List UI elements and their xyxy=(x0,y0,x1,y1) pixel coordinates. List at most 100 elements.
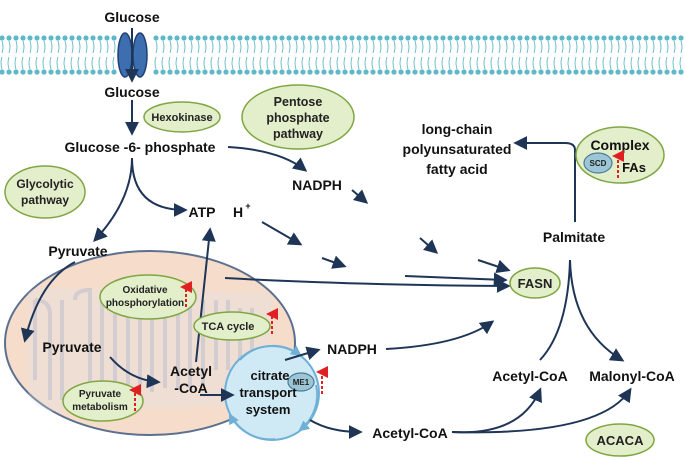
arrow-h-b xyxy=(321,255,347,269)
lipid-head xyxy=(90,35,96,41)
lipid-tail xyxy=(273,40,277,70)
lipid-head xyxy=(181,69,187,75)
lipid-head xyxy=(48,35,54,41)
lipid-head xyxy=(587,69,593,75)
lipid-head xyxy=(244,69,250,75)
lipid-tail xyxy=(560,40,564,70)
lipid-tail xyxy=(224,40,228,70)
lipid-tail xyxy=(245,40,249,70)
lipid-head xyxy=(363,35,369,41)
lipid-head xyxy=(300,35,306,41)
lipid-head xyxy=(573,69,579,75)
lipid-head xyxy=(510,69,516,75)
arrows xyxy=(20,28,632,439)
lipid-head xyxy=(601,35,607,41)
lipid-tail xyxy=(252,40,256,70)
arrow-nadph2-fasn xyxy=(385,320,495,350)
svg-text:Hexokinase: Hexokinase xyxy=(151,112,212,124)
lipid-head xyxy=(426,69,432,75)
lipid-tail xyxy=(581,40,585,70)
lipid-head xyxy=(62,69,68,75)
lipid-head xyxy=(622,35,628,41)
lipid-tail xyxy=(357,40,361,70)
lipid-head xyxy=(251,69,257,75)
lipid-head xyxy=(335,35,341,41)
lipid-tail xyxy=(392,40,396,70)
lipid-head xyxy=(216,35,222,41)
lipid-head xyxy=(454,35,460,41)
lipid-tail xyxy=(574,40,578,70)
lipid-tail xyxy=(602,40,606,70)
lipid-tail xyxy=(469,40,473,70)
label-lcpufa-2: polyunsaturated xyxy=(403,141,512,157)
lipid-head xyxy=(55,35,61,41)
lipid-head xyxy=(13,69,19,75)
arrow-pyruvate-acetyl xyxy=(109,356,161,389)
lipid-head xyxy=(328,35,334,41)
lipid-tail xyxy=(350,40,354,70)
lipid-tail xyxy=(280,40,284,70)
lipid-head xyxy=(664,69,670,75)
lipid-head xyxy=(356,69,362,75)
lipid-tail xyxy=(63,40,67,70)
arrow-citrate-nadph xyxy=(284,346,321,361)
svg-text:ACACA: ACACA xyxy=(597,433,645,448)
arrow-acetyl-malonyl xyxy=(451,387,632,434)
svg-text:pathway: pathway xyxy=(273,127,323,141)
lipid-head xyxy=(342,35,348,41)
label-glucose-6-phosphate: Glucose -6- phosphate xyxy=(65,139,216,155)
lipid-head xyxy=(419,35,425,41)
lipid-head xyxy=(538,69,544,75)
svg-text:metabolism: metabolism xyxy=(72,402,128,413)
lipid-head xyxy=(34,69,40,75)
lipid-tail xyxy=(84,40,88,70)
lipid-head xyxy=(629,69,635,75)
lipid-head xyxy=(559,35,565,41)
lipid-head xyxy=(69,69,75,75)
lipid-head xyxy=(671,69,677,75)
svg-text:pathway: pathway xyxy=(21,193,69,207)
lipid-tail xyxy=(21,40,25,70)
lipid-head xyxy=(524,35,530,41)
lipid-tail xyxy=(49,40,53,70)
lipid-head xyxy=(489,69,495,75)
lipid-head xyxy=(293,35,299,41)
lipid-head xyxy=(468,35,474,41)
lipid-head xyxy=(454,69,460,75)
lipid-head xyxy=(104,35,110,41)
arrow-acetyl-split xyxy=(451,387,542,434)
lipid-head xyxy=(643,69,649,75)
lipid-head xyxy=(405,35,411,41)
pill-acaca: ACACA xyxy=(585,423,655,457)
svg-text:Pentose: Pentose xyxy=(274,95,323,109)
lipid-head xyxy=(342,69,348,75)
lipid-head xyxy=(377,35,383,41)
lipid-head xyxy=(503,35,509,41)
lipid-tail xyxy=(546,40,550,70)
label-citrate-3: system xyxy=(246,402,291,417)
label-pyruvate-cytosol: Pyruvate xyxy=(48,243,107,259)
lipid-tail xyxy=(644,40,648,70)
lipid-tail xyxy=(637,40,641,70)
lipid-head xyxy=(391,35,397,41)
lipid-head xyxy=(475,69,481,75)
lipid-head xyxy=(223,69,229,75)
lipid-head xyxy=(461,35,467,41)
svg-text:Pyruvate: Pyruvate xyxy=(79,389,122,400)
label-lcpufa-3: fatty acid xyxy=(426,161,487,177)
lipid-head xyxy=(167,69,173,75)
lipid-head xyxy=(496,69,502,75)
lipid-tail xyxy=(266,40,270,70)
lipid-head xyxy=(314,69,320,75)
lipid-head xyxy=(615,35,621,41)
arrow-acetyl-atp xyxy=(195,227,216,363)
lipid-tail xyxy=(476,40,480,70)
lipid-tail xyxy=(343,40,347,70)
lipid-head xyxy=(489,35,495,41)
lipid-head xyxy=(545,69,551,75)
lipid-head xyxy=(496,35,502,41)
lipid-tail xyxy=(105,40,109,70)
lipid-head xyxy=(69,35,75,41)
lipid-tail xyxy=(294,40,298,70)
